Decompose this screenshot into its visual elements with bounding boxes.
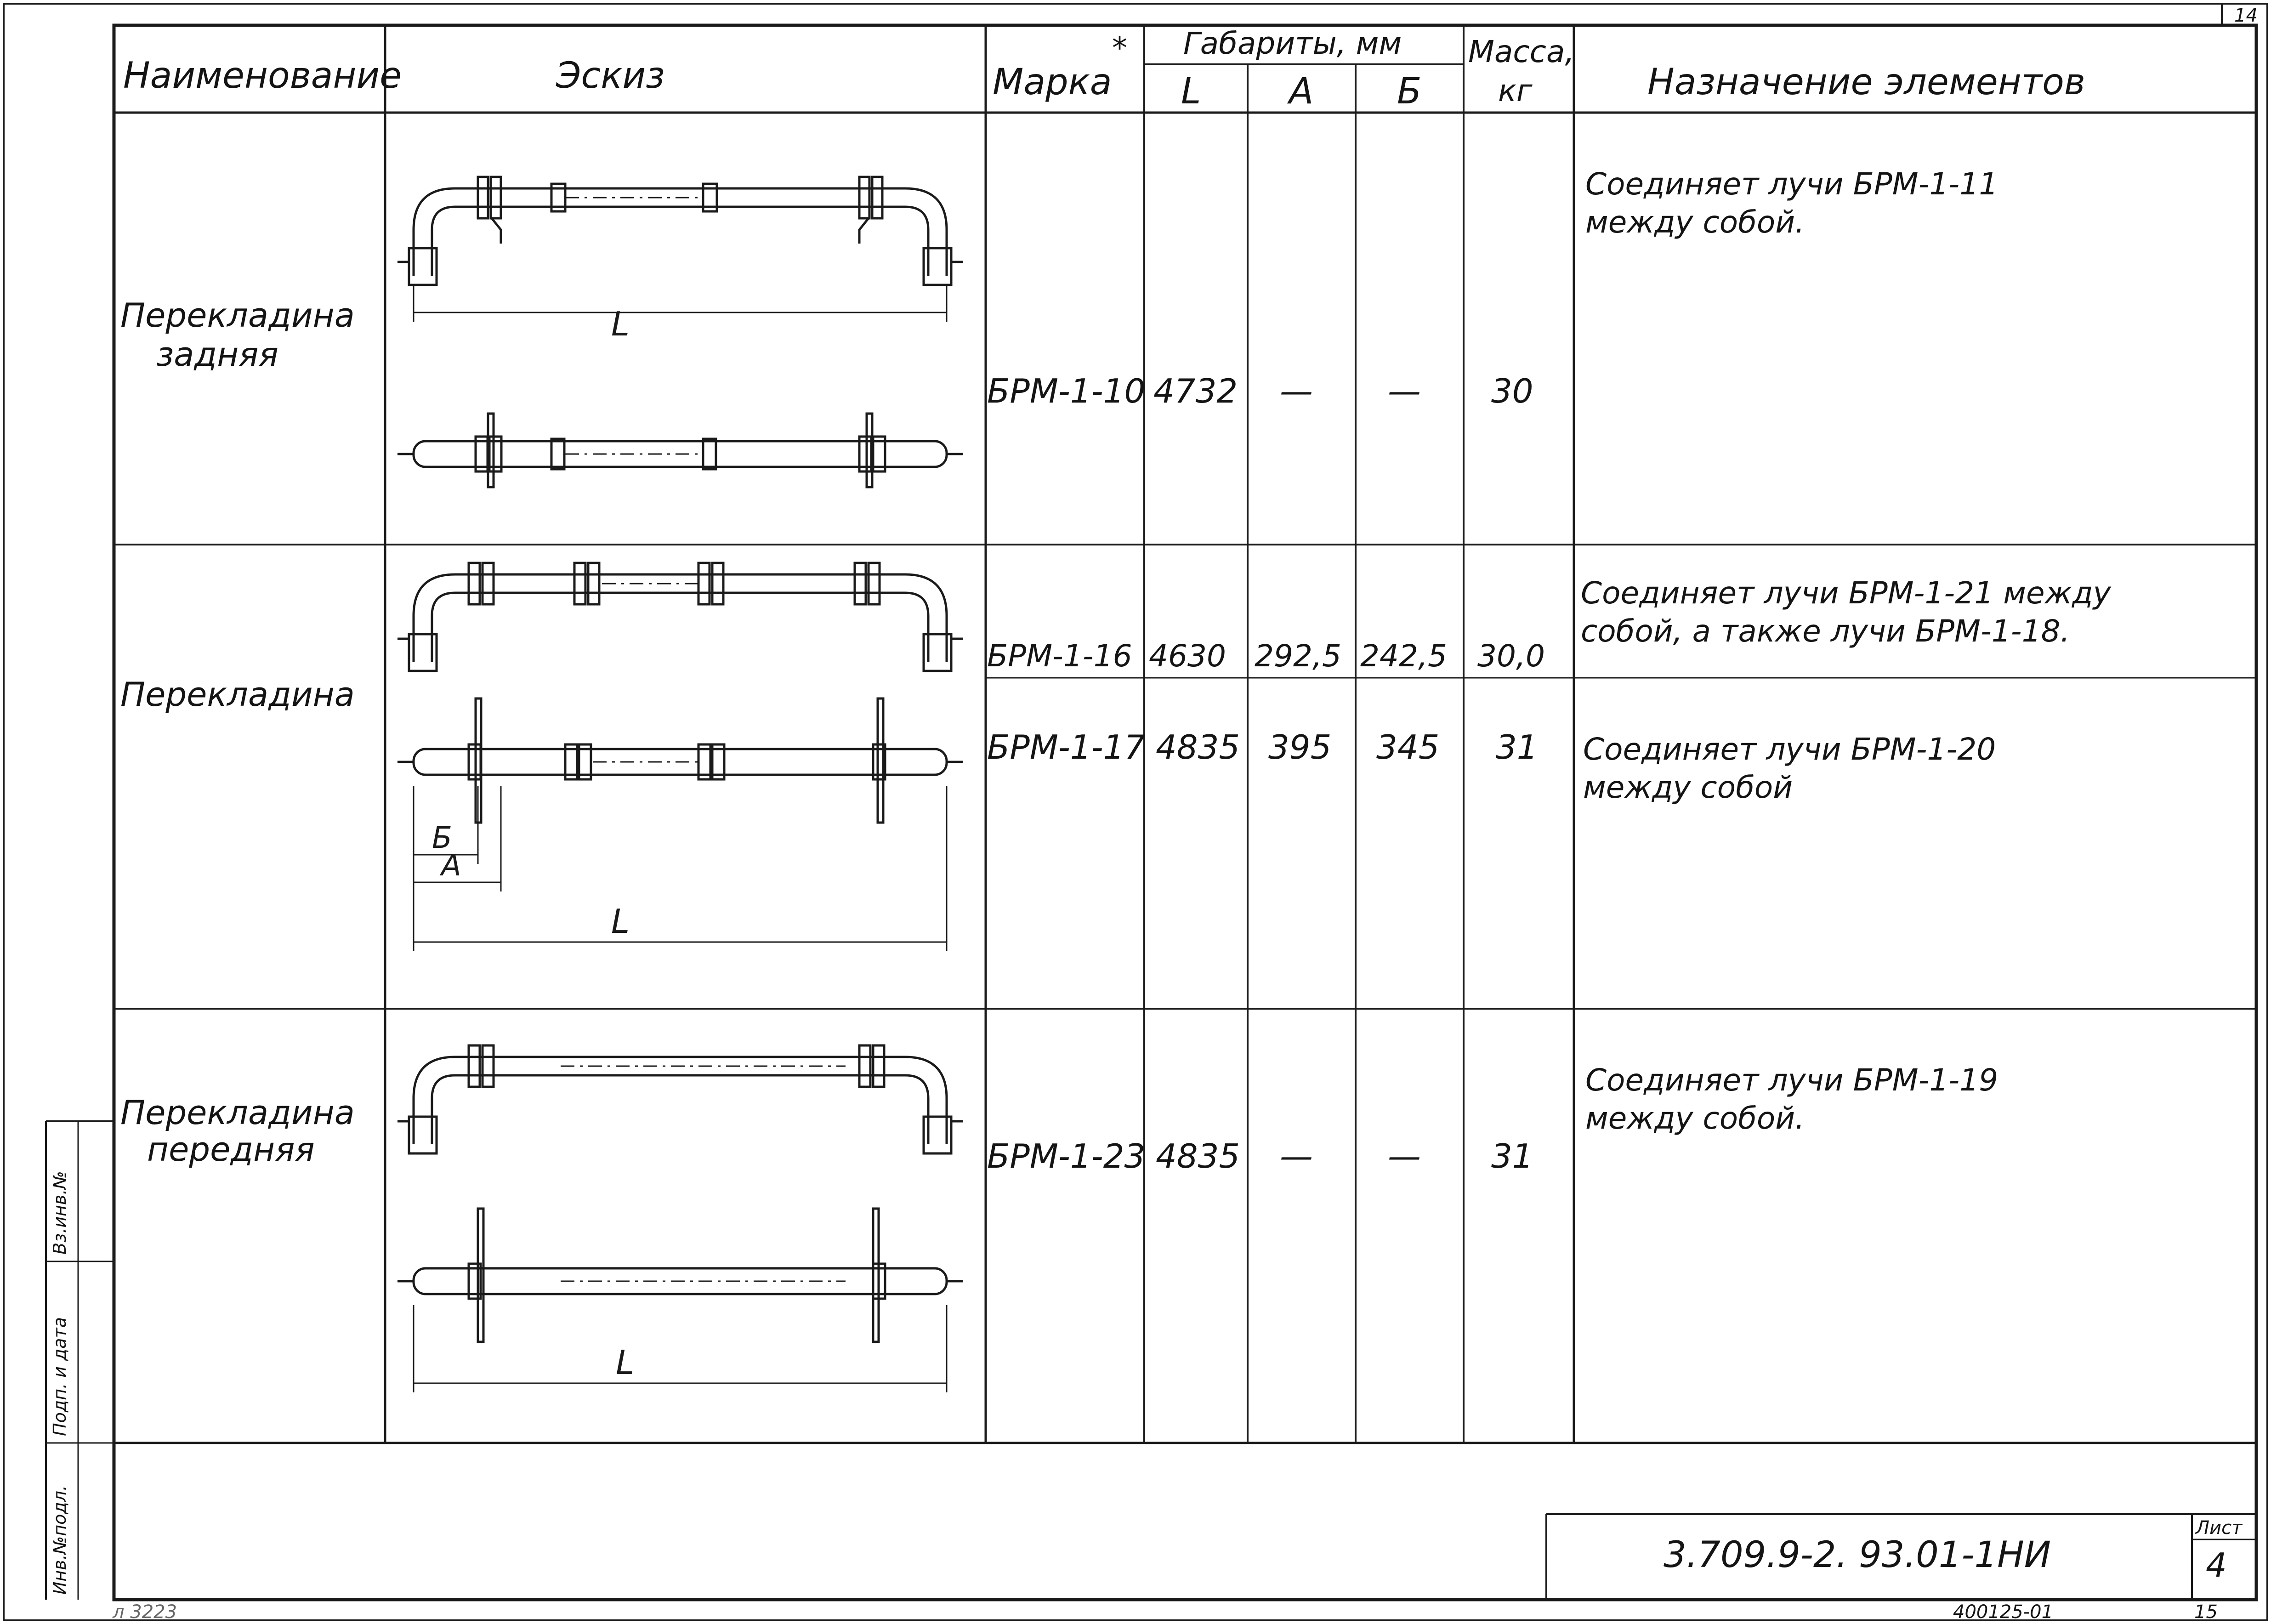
section-name: передняя [147, 1130, 315, 1169]
header-dim-A: А [1289, 71, 1314, 112]
table-cell-mark: БРМ-1-23 [987, 1137, 1146, 1175]
header-purpose: Назначение элементов [1647, 62, 2085, 103]
sketch-dim-label: А [439, 849, 461, 883]
header-dim-B: Б [1397, 71, 1422, 112]
table-cell-mass: 30 [1491, 372, 1533, 410]
sheet-number: 4 [2206, 1546, 2227, 1584]
sketch-crossbar-middle: Б А L [397, 562, 963, 951]
table-cell-mass: 31 [1491, 1137, 1533, 1175]
purpose-line: Соединяет лучи БРМ-1-20 [1583, 732, 1996, 767]
table-cell-L: 4732 [1153, 372, 1238, 410]
table-cell-purpose: Соединяет лучи БРМ-1-11 между собой. [1585, 165, 2229, 241]
header-sketch: Эскиз [556, 55, 665, 97]
table-cell-mass: 30,0 [1477, 638, 1545, 674]
doc-code: 3.709.9-2. 93.01-1НИ [1664, 1534, 2051, 1576]
header-mark: Марка [993, 62, 1112, 103]
header-mass-unit: кг [1498, 73, 1533, 108]
table-cell-mark: БРМ-1-10 [987, 372, 1146, 410]
stamp-inv-podl: Инв.№подл. [50, 1485, 70, 1595]
sketch-dim-label: L [611, 902, 630, 941]
section-name: Перекладина [120, 675, 355, 714]
purpose-line: между собой. [1585, 1100, 1805, 1136]
sketch-crossbar-rear: L [397, 176, 963, 488]
footer-right-number: 15 [2194, 1601, 2218, 1623]
table-cell-B: — [1388, 1137, 1421, 1175]
table-cell-mark: БРМ-1-17 [987, 728, 1146, 767]
header-dims-group: Габариты, мм [1183, 26, 1402, 61]
table-cell-purpose: Соединяет лучи БРМ-1-21 между собой, а т… [1581, 574, 2247, 650]
purpose-line: Соединяет лучи БРМ-1-21 между [1581, 575, 2111, 611]
table-cell-B: 345 [1376, 728, 1440, 767]
table-cell-L: 4630 [1149, 638, 1226, 674]
header-name: Наименование [123, 55, 402, 97]
table-cell-A: 292,5 [1255, 638, 1341, 674]
stamp-vz-inv: Вз.инв.№ [50, 1171, 70, 1255]
table-cell-L: 4835 [1156, 1137, 1240, 1175]
stamp-podp-data: Подп. и дата [50, 1317, 70, 1436]
section-name: задняя [156, 335, 278, 374]
purpose-line: Соединяет лучи БРМ-1-19 [1585, 1062, 1998, 1098]
table-cell-A: 395 [1268, 728, 1332, 767]
section-name: Перекладина [120, 1093, 355, 1132]
purpose-line: собой, а также лучи БРМ-1-18. [1581, 613, 2070, 649]
header-dim-L: L [1181, 71, 1201, 112]
sheet-label: Лист [2196, 1517, 2243, 1539]
table-cell-purpose: Соединяет лучи БРМ-1-19 между собой. [1585, 1062, 2252, 1137]
table-cell-B: — [1388, 372, 1421, 410]
table-cell-mark: БРМ-1-16 [987, 638, 1132, 674]
sketch-dim-label: L [611, 305, 630, 343]
purpose-line: между собой [1583, 769, 1793, 805]
header-mark-note: * [1112, 30, 1127, 66]
table-cell-mass: 31 [1496, 728, 1538, 767]
purpose-line: Соединяет лучи БРМ-1-11 [1585, 166, 1998, 202]
section-name: Перекладина [120, 296, 355, 335]
footer-left-note: л 3223 [113, 1601, 177, 1623]
header-mass: Масса, [1468, 34, 1575, 69]
table-cell-L: 4835 [1156, 728, 1240, 767]
table-cell-A: — [1280, 1137, 1313, 1175]
sketch-dim-label: Б [432, 821, 452, 855]
purpose-line: между собой. [1585, 204, 1805, 240]
sketch-dim-label: L [616, 1343, 634, 1382]
table-cell-B: 242,5 [1360, 638, 1447, 674]
table-cell-A: — [1280, 372, 1313, 410]
top-page-number: 14 [2234, 5, 2258, 26]
table-cell-purpose: Соединяет лучи БРМ-1-20 между собой [1583, 731, 2249, 806]
sketch-crossbar-front: L [397, 1044, 963, 1392]
footer-order-number: 400125-01 [1953, 1601, 2054, 1623]
